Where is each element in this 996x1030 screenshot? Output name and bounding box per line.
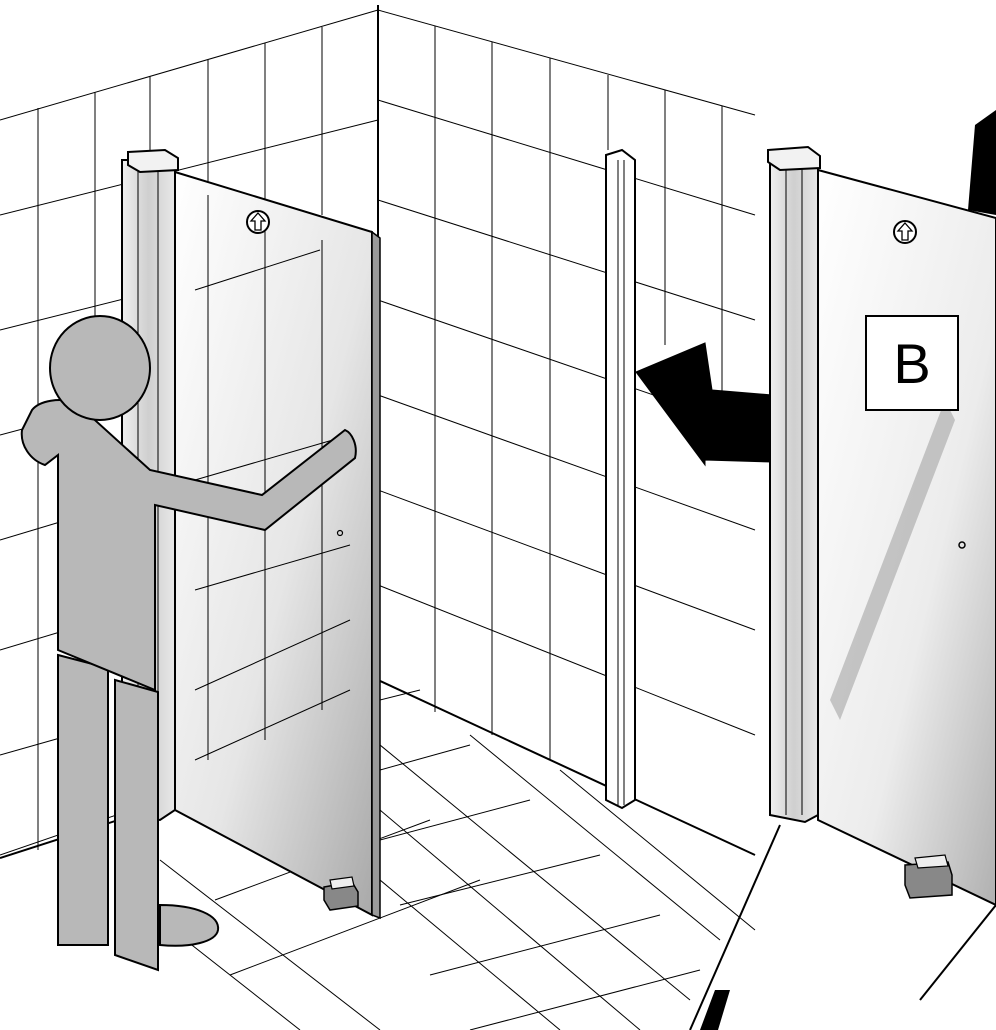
callout-label: B <box>893 332 930 395</box>
up-arrow-icon <box>247 211 269 233</box>
left-glass-panel <box>175 172 380 918</box>
right-glass-panel <box>818 170 996 905</box>
middle-wall-profile <box>606 150 635 808</box>
right-wall-profile <box>768 147 820 822</box>
left-arrow-icon <box>636 343 772 465</box>
callout-label-box: B <box>866 316 958 410</box>
up-arrow-icon-detail <box>894 221 916 243</box>
